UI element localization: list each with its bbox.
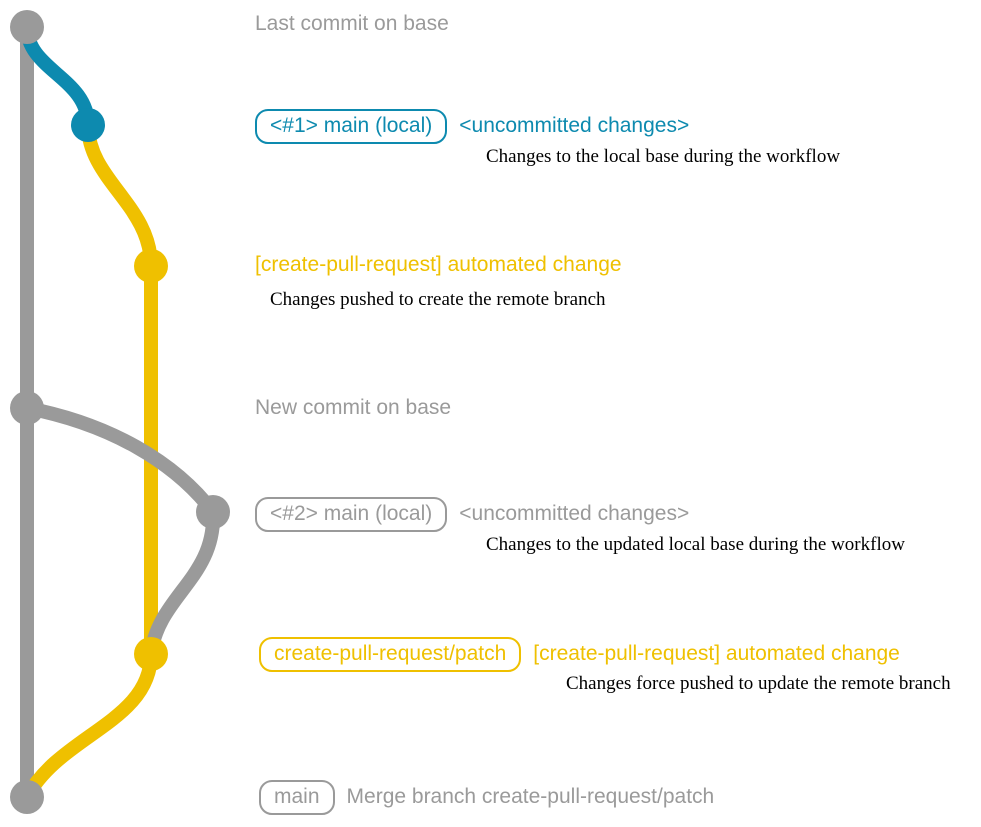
branch-badge-main-local-2[interactable]: <#2> main (local) [255, 497, 448, 533]
commit-message-merge-branch: Merge branch create-pull-request/patch [346, 785, 715, 808]
row-new-commit-on-base: New commit on base [255, 396, 451, 420]
commit-message-uncommitted-changes-1: <uncommitted changes> [459, 114, 690, 137]
commit-message-uncommitted-changes-2: <uncommitted changes> [459, 502, 690, 525]
commit-message-automated-change-2: [create-pull-request] automated change [533, 642, 900, 665]
commit-node-base-top[interactable] [10, 10, 44, 44]
branch-badge-main[interactable]: main [259, 780, 335, 816]
commit-node-blue-local-1[interactable] [71, 108, 105, 142]
row-main-local-2: <#2> main (local) <uncommitted changes> [255, 497, 690, 533]
graph-edge-yellow-merge [20, 647, 158, 804]
commit-node-yellow-pr-1[interactable] [134, 249, 168, 283]
commit-message-last-commit-on-base: Last commit on base [255, 12, 449, 35]
commit-message-new-commit-on-base: New commit on base [255, 396, 452, 419]
row-automated-change-1: [create-pull-request] automated change [255, 253, 622, 277]
graph-edge-gray-branch-2 [20, 401, 220, 519]
note-changes-pushed-create: Changes pushed to create the remote bran… [270, 289, 606, 310]
graph-edge-gray-into-patch [144, 505, 221, 661]
graph-edge-blue-branch [20, 20, 95, 132]
branch-badge-main-local-1[interactable]: <#1> main (local) [255, 109, 448, 145]
row-main-local-1: <#1> main (local) <uncommitted changes> [255, 109, 690, 145]
note-changes-force-pushed: Changes force pushed to update the remot… [566, 673, 951, 694]
note-local-base-changes: Changes to the local base during the wor… [486, 146, 841, 167]
row-automated-change-2: create-pull-request/patch [create-pull-r… [259, 637, 900, 673]
graph-edge-yellow-branch-1 [81, 118, 158, 273]
branch-badge-create-pull-request-patch[interactable]: create-pull-request/patch [259, 637, 522, 673]
commit-node-base-merge[interactable] [10, 780, 44, 814]
row-merge-commit: main Merge branch create-pull-request/pa… [259, 780, 715, 816]
commit-message-automated-change-1: [create-pull-request] automated change [255, 253, 622, 276]
commit-node-yellow-pr-2[interactable] [134, 637, 168, 671]
commit-node-gray-local-2[interactable] [196, 495, 230, 529]
row-last-commit-on-base: Last commit on base [255, 12, 449, 36]
commit-node-base-new[interactable] [10, 391, 44, 425]
note-updated-local-base-changes: Changes to the updated local base during… [486, 534, 905, 555]
